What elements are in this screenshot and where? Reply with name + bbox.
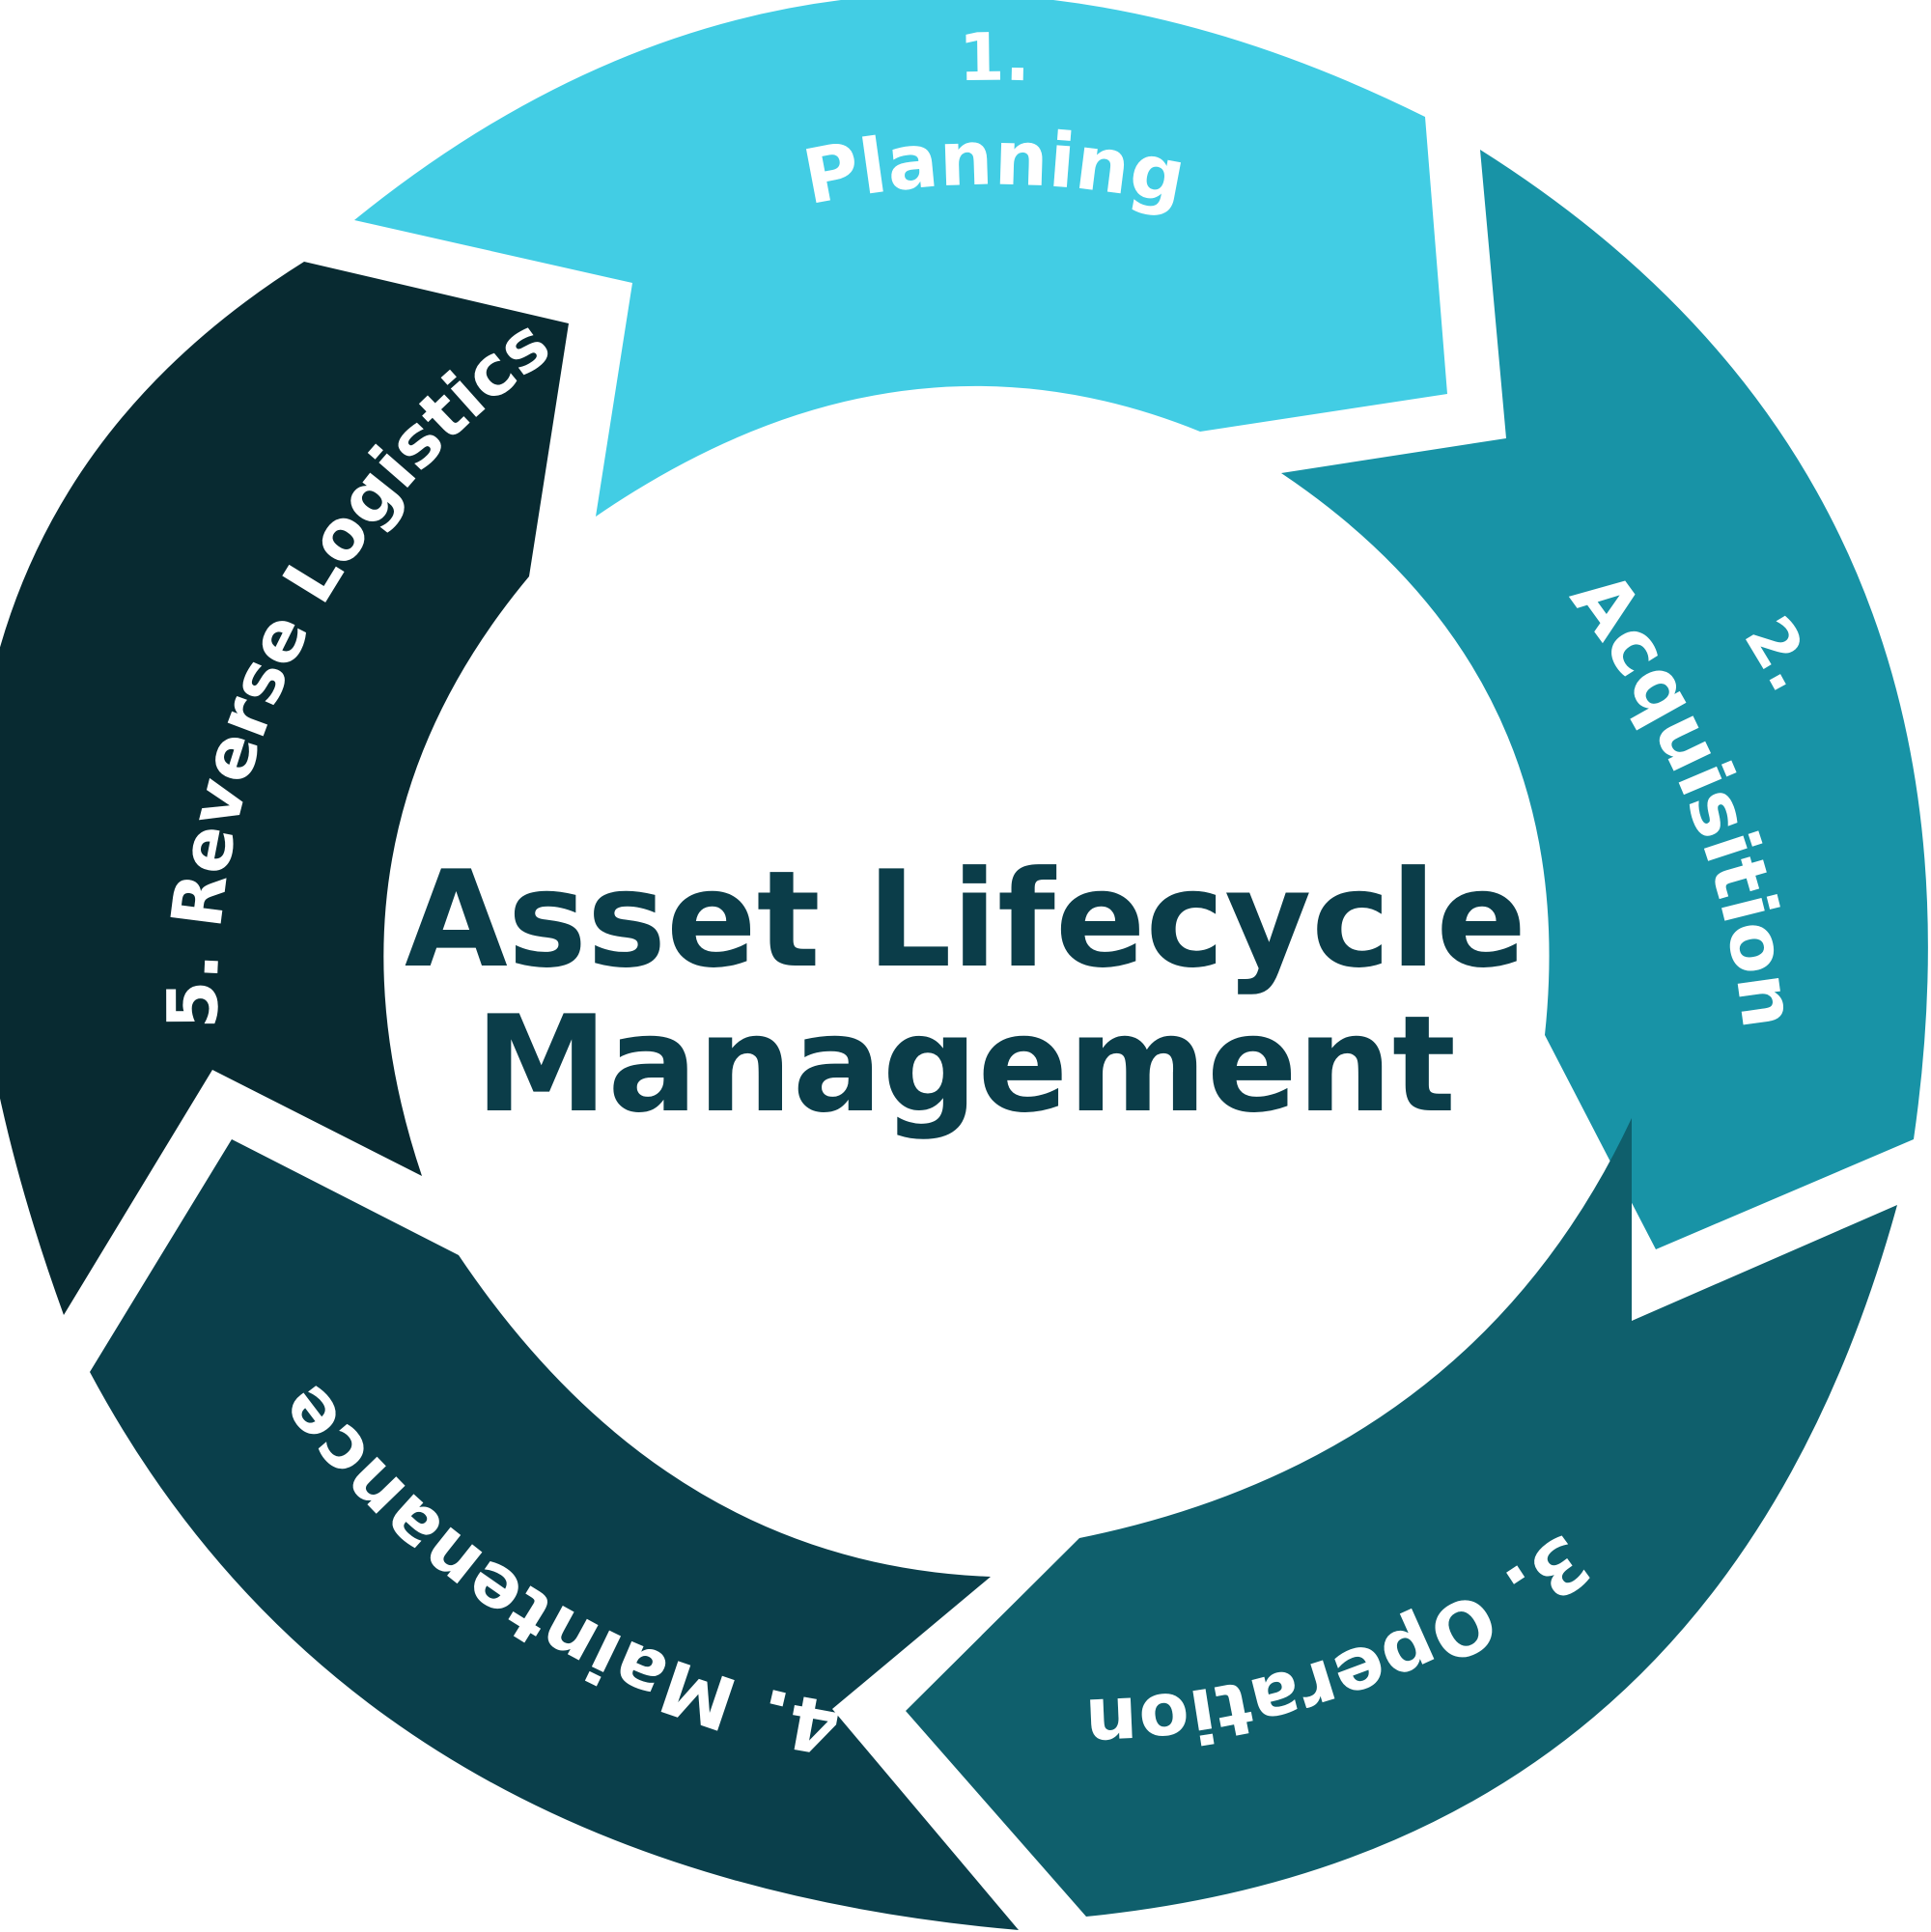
segment-planning [354, 0, 1447, 517]
center-title-line-1: Asset Lifecycle [405, 842, 1526, 997]
segment-reverse-logistics [0, 262, 569, 1315]
segment-operation [906, 1118, 1897, 1917]
stage-1-number: 1. [959, 19, 1031, 97]
segment-acquisition [1281, 150, 1928, 1249]
center-title-line-2: Management [475, 987, 1456, 1142]
segment-maintenance [90, 1139, 1019, 1930]
